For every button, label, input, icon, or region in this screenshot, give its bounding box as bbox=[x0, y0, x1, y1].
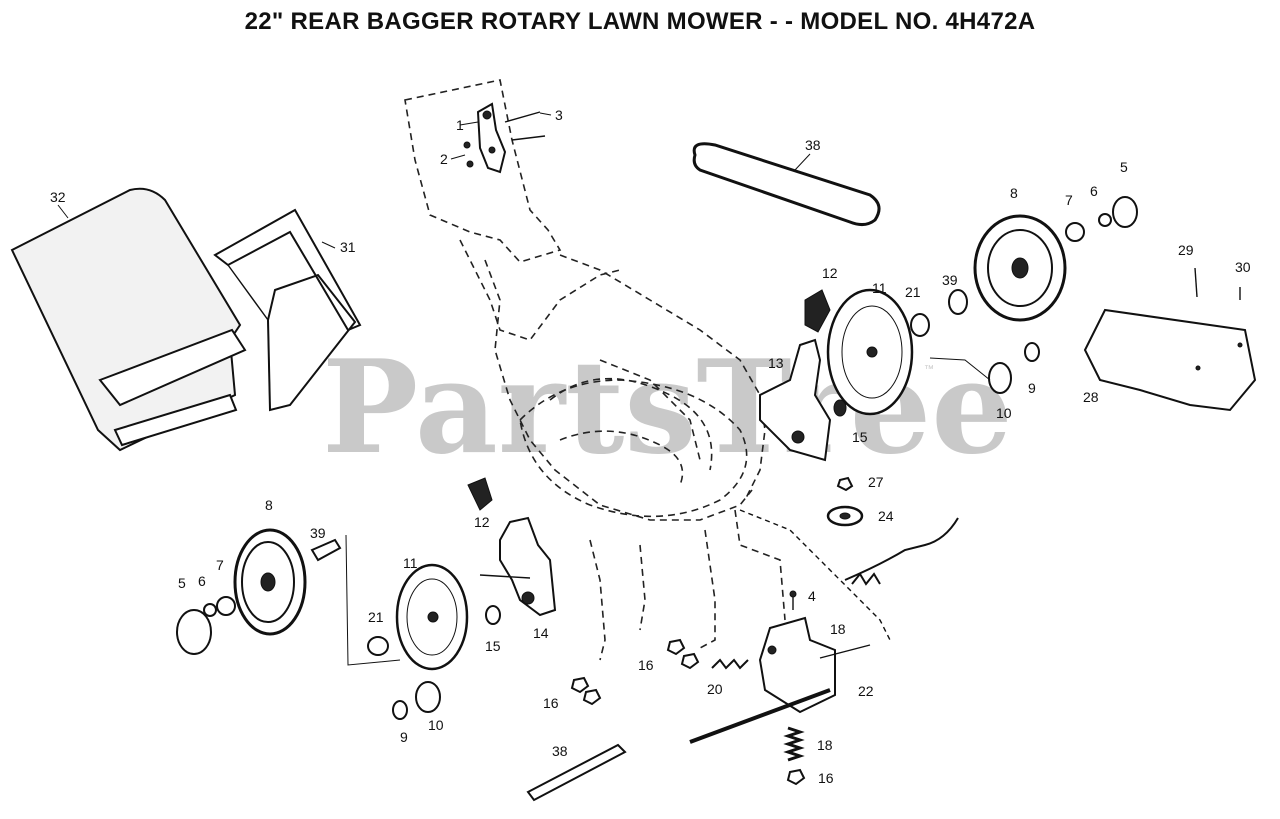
callout-upper-8: 8 bbox=[1010, 185, 1018, 201]
callout-24: 27 bbox=[868, 474, 884, 490]
callout-32: 38 bbox=[805, 137, 821, 153]
callout-lower-21: 21 bbox=[368, 609, 384, 625]
upper-wheel bbox=[973, 214, 1067, 322]
callout-22: 22 bbox=[858, 683, 874, 699]
callout-lower-39: 39 bbox=[310, 525, 326, 541]
callout-23: 24 bbox=[878, 508, 894, 524]
callout-2: 2 bbox=[440, 151, 448, 167]
callout-lower-6: 6 bbox=[198, 573, 206, 589]
callout-lower-8: 8 bbox=[265, 497, 273, 513]
page-title: 22" REAR BAGGER ROTARY LAWN MOWER - - MO… bbox=[244, 8, 1036, 35]
callout-14: 14 bbox=[533, 625, 549, 641]
callout-lower-12: 12 bbox=[474, 514, 490, 530]
callout-upper-6: 6 bbox=[1090, 183, 1098, 199]
bag-frame bbox=[213, 208, 362, 412]
callout-upper-39: 39 bbox=[942, 272, 958, 288]
lower-hubcap-parts bbox=[176, 538, 342, 655]
callout-29: 30 bbox=[1235, 259, 1251, 275]
callout-lower-16c: 16 bbox=[818, 770, 834, 786]
control-cable bbox=[739, 509, 959, 641]
callout-lower-15: 15 bbox=[485, 638, 501, 654]
callout-lower-7: 7 bbox=[216, 557, 224, 573]
callout-lower-5: 5 bbox=[178, 575, 186, 591]
lower-bracket-14 bbox=[479, 516, 557, 625]
callout-upper-5: 5 bbox=[1120, 159, 1128, 175]
upper-hubcap-parts bbox=[910, 196, 1138, 337]
callout-17: 18 bbox=[830, 621, 846, 637]
callout-lower-9: 9 bbox=[400, 729, 408, 745]
callout-upper-12: 12 bbox=[822, 265, 838, 281]
hex-nuts bbox=[570, 638, 806, 786]
callout-upper-11: 11 bbox=[872, 280, 887, 296]
axle-rod bbox=[526, 743, 627, 802]
watermark-trademark: ™ bbox=[924, 364, 934, 375]
callout-upper-21: 21 bbox=[905, 284, 921, 300]
callout-38: 38 bbox=[552, 743, 568, 759]
callout-lower-10: 10 bbox=[428, 717, 444, 733]
upper-pinion bbox=[929, 342, 1040, 394]
callout-lower-16b: 16 bbox=[638, 657, 654, 673]
springs bbox=[711, 572, 881, 762]
callout-20: 20 bbox=[707, 681, 723, 697]
callout-13: 13 bbox=[768, 355, 784, 371]
callout-30: 31 bbox=[340, 239, 356, 255]
callout-upper-10: 10 bbox=[996, 405, 1012, 421]
drive-belt bbox=[692, 142, 881, 227]
transmission bbox=[689, 616, 871, 744]
control-bracket bbox=[463, 102, 546, 174]
callout-31: 32 bbox=[50, 189, 66, 205]
pulley-and-fasteners bbox=[789, 476, 864, 610]
lower-pinion bbox=[392, 681, 441, 720]
upper-grip-12 bbox=[804, 289, 831, 333]
callout-upper-9: 9 bbox=[1028, 380, 1036, 396]
lower-drive-disc bbox=[345, 534, 469, 671]
lower-wheel bbox=[233, 528, 307, 636]
callout-lower-11: 11 bbox=[403, 555, 418, 571]
mower-deck-handle-outline bbox=[404, 79, 786, 661]
rear-cover bbox=[1083, 267, 1257, 412]
callout-3: 3 bbox=[555, 107, 563, 123]
upper-bracket-13 bbox=[759, 338, 847, 462]
callout-upper-7: 7 bbox=[1065, 192, 1073, 208]
callout-lower-16a: 16 bbox=[543, 695, 559, 711]
callout-28: 29 bbox=[1178, 242, 1194, 258]
callout-4: 4 bbox=[808, 588, 816, 604]
upper-drive-disc bbox=[826, 288, 914, 416]
callout-15: 15 bbox=[852, 429, 868, 445]
callout-27: 28 bbox=[1083, 389, 1099, 405]
callout-18: 18 bbox=[817, 737, 833, 753]
lower-grip-12 bbox=[467, 477, 493, 511]
grass-bag bbox=[10, 187, 247, 452]
